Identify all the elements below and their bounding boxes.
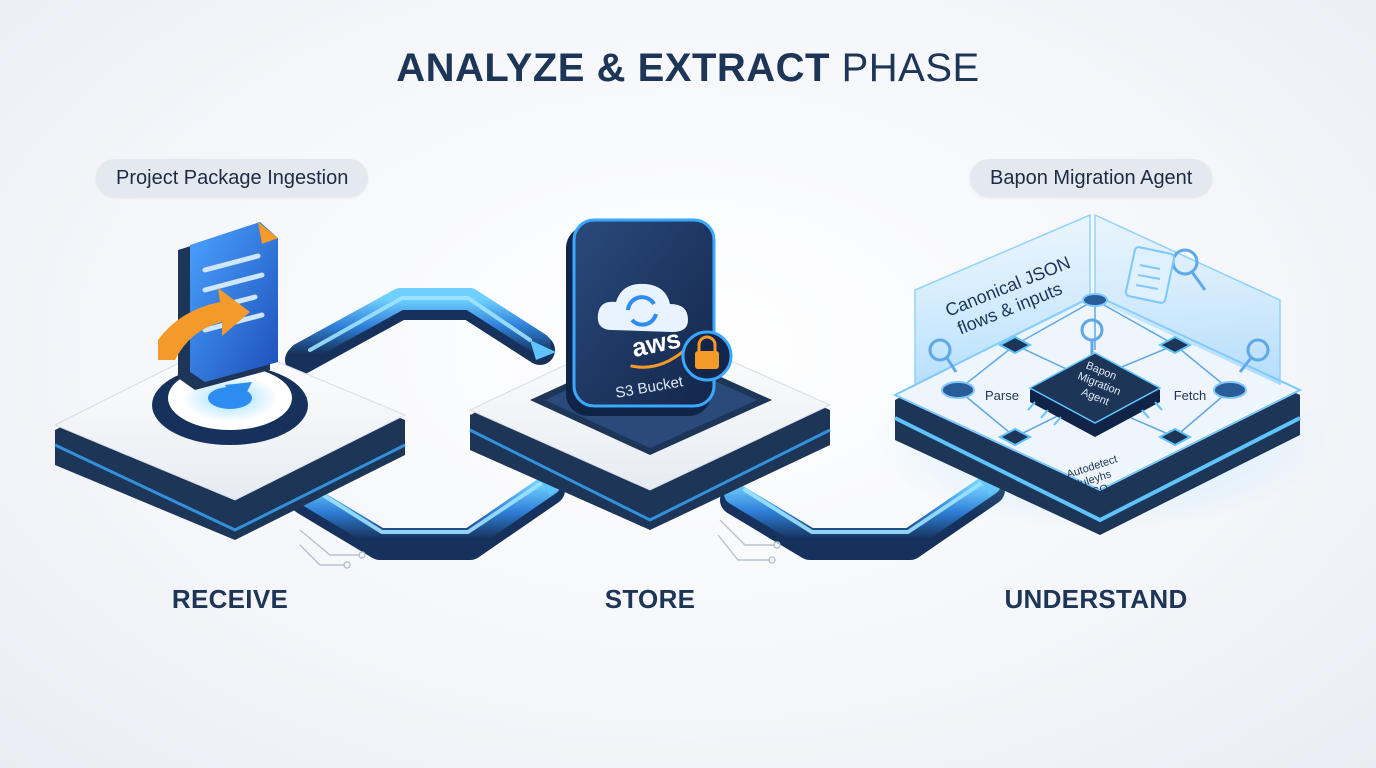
lock-icon <box>681 330 733 382</box>
stage-label-receive: RECEIVE <box>171 584 289 614</box>
action-fetch-label: Fetch <box>1174 388 1207 403</box>
s3-bucket-icon: aws S3 Bucket <box>566 218 716 416</box>
tag-migration-agent: Bapon Migration Agent <box>970 159 1213 197</box>
stage-label-understand: UNDERSTAND <box>1004 584 1188 614</box>
title-main: ANALYZE & EXTRACT <box>396 46 830 90</box>
agent-chip: Bapon Migration Agent <box>1027 352 1163 437</box>
tag-project-package-ingestion: Project Package Ingestion <box>96 159 369 197</box>
action-parse-label: Parse <box>985 388 1019 403</box>
document-upload-icon <box>152 222 308 445</box>
title-suffix: PHASE <box>841 46 980 90</box>
pipe-receive-to-store-top <box>285 288 556 375</box>
agent-network <box>928 246 1270 447</box>
pipe-store-to-understand <box>720 473 1006 560</box>
page-title: ANALYZE & EXTRACT PHASE <box>0 46 1376 91</box>
circuit-traces <box>299 519 781 569</box>
pipe-receive-to-store-bottom <box>290 473 566 560</box>
stage-label-store: STORE <box>604 584 696 614</box>
